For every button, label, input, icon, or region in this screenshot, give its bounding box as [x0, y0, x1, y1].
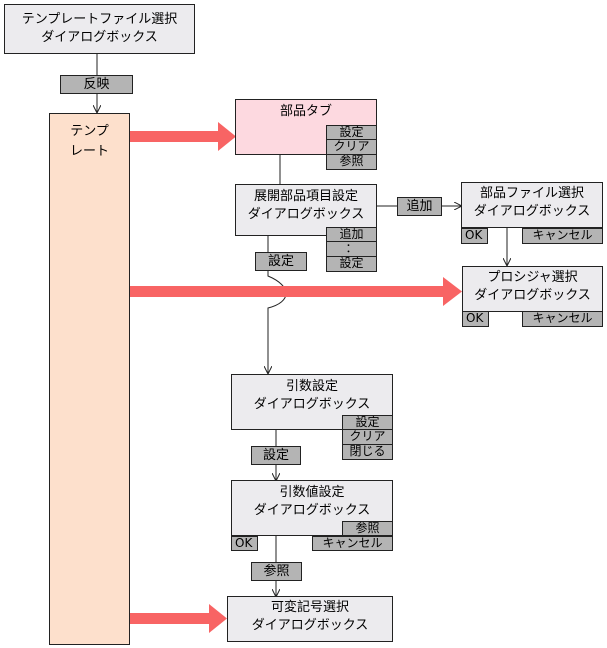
argument-setting-subtitle: ダイアログボックス: [253, 397, 371, 412]
template-file-select-title: テンプレートファイル選択: [21, 12, 178, 27]
parts-file-ok-button[interactable]: OK: [461, 228, 488, 244]
procedure-title: プロシジャ選択: [487, 270, 578, 285]
procedure-select-dialog: プロシジャ選択 ダイアログボックス: [462, 266, 603, 312]
parts-file-select-dialog: 部品ファイル選択 ダイアログボックス: [461, 182, 603, 228]
parts-tab-reference-button[interactable]: 参照: [326, 154, 377, 170]
big-arrow-to-procedure: [130, 277, 462, 306]
parts-tab-set-button[interactable]: 設定: [326, 125, 377, 140]
template-label-line2: レート: [69, 144, 109, 159]
parts-tab-title: 部品タブ: [279, 104, 332, 119]
argument-value-subtitle: ダイアログボックス: [253, 503, 371, 518]
argument-clear-button[interactable]: クリア: [342, 429, 393, 445]
expand-dialog-title: 展開部品項目設定: [253, 189, 358, 204]
argument-setting-title: 引数設定: [285, 379, 338, 394]
label-set-2: 設定: [251, 446, 301, 465]
argument-value-reference-button[interactable]: 参照: [342, 521, 393, 536]
label-add: 追加: [397, 197, 442, 216]
expand-dialog-subtitle: ダイアログボックス: [247, 207, 365, 222]
variable-symbol-title: 可変記号選択: [270, 600, 349, 615]
big-arrow-to-parts-tab: [130, 122, 236, 151]
expand-set-button[interactable]: 設定: [326, 256, 377, 272]
variable-symbol-select-dialog: 可変記号選択 ダイアログボックス: [227, 596, 393, 642]
procedure-subtitle: ダイアログボックス: [474, 288, 591, 303]
procedure-ok-button[interactable]: OK: [462, 311, 489, 327]
procedure-cancel-button[interactable]: キャンセル: [522, 311, 603, 327]
parts-file-cancel-button[interactable]: キャンセル: [522, 228, 603, 244]
parts-file-subtitle: ダイアログボックス: [473, 204, 591, 219]
parts-tab-clear-button[interactable]: クリア: [326, 139, 377, 155]
label-reference: 参照: [251, 562, 302, 581]
expand-ellipsis-button: ：: [326, 241, 377, 257]
label-reflect: 反映: [60, 75, 133, 94]
template-file-select-dialog: テンプレートファイル選択 ダイアログボックス: [4, 4, 195, 54]
argument-close-button[interactable]: 閉じる: [342, 444, 393, 460]
big-arrow-to-variable-symbol: [130, 604, 227, 633]
expand-add-button[interactable]: 追加: [326, 227, 377, 242]
label-set-1: 設定: [255, 252, 307, 271]
template-label-line1: テンプ: [70, 124, 109, 139]
parts-file-title: 部品ファイル選択: [479, 186, 584, 201]
template-file-select-subtitle: ダイアログボックス: [41, 30, 158, 45]
argument-value-title: 引数値設定: [279, 485, 345, 500]
variable-symbol-subtitle: ダイアログボックス: [251, 618, 369, 633]
template-box: テンプ レート: [49, 113, 130, 645]
argument-value-ok-button[interactable]: OK: [231, 536, 258, 551]
argument-set-button[interactable]: 設定: [342, 415, 393, 430]
argument-value-cancel-button[interactable]: キャンセル: [312, 536, 393, 551]
